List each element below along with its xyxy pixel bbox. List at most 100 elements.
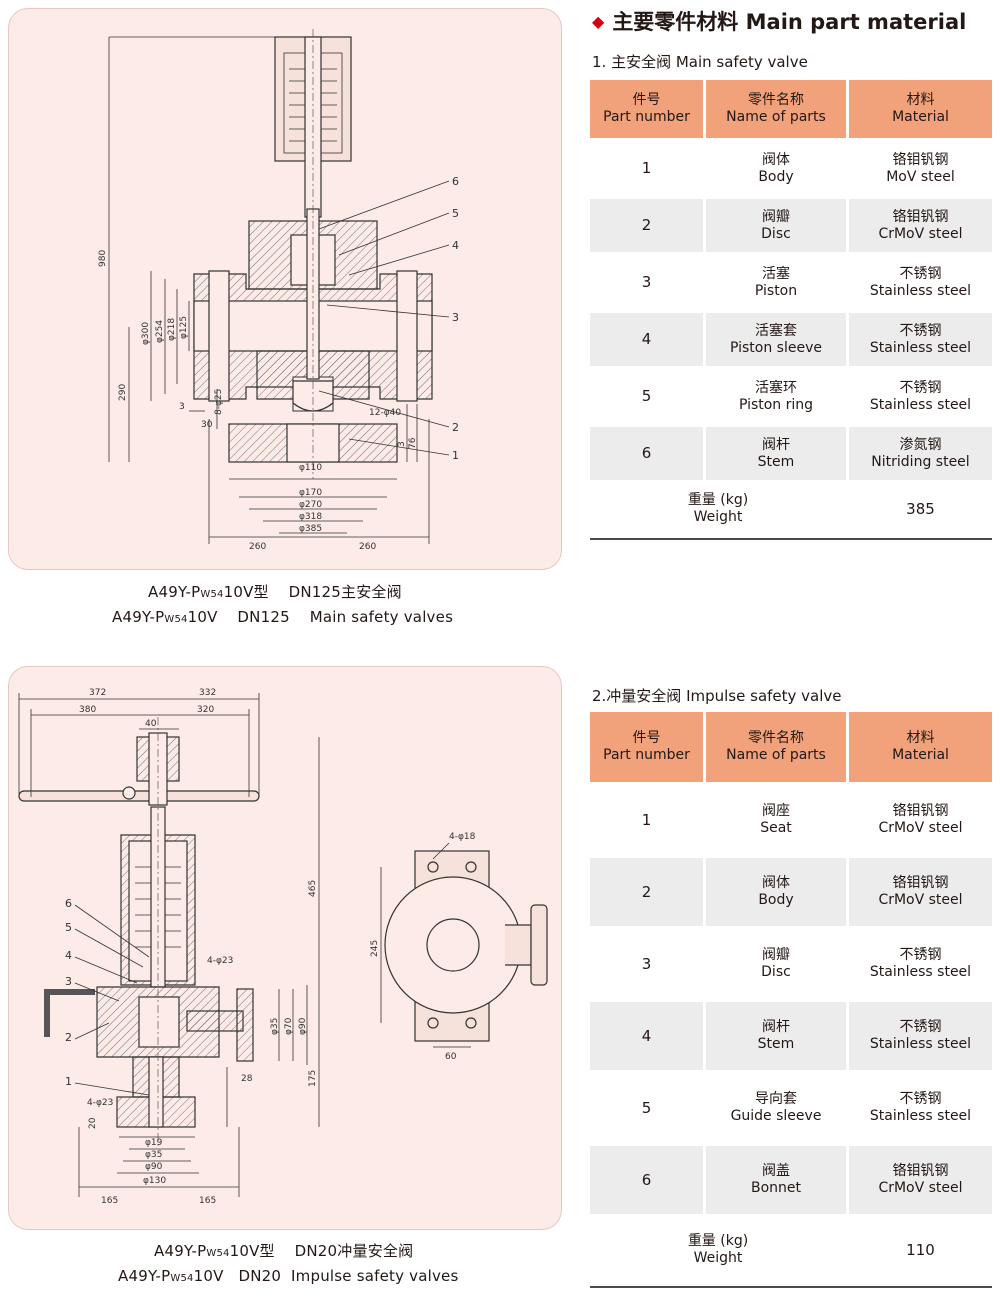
dim-phi270: φ270 bbox=[299, 500, 322, 510]
diamond-bullet-icon: ◆ bbox=[592, 12, 605, 31]
dim-phi170: φ170 bbox=[299, 488, 322, 498]
leader-4: 4 bbox=[65, 949, 72, 962]
dim-165-left: 165 bbox=[101, 1196, 118, 1206]
dim-260-left: 260 bbox=[249, 542, 266, 552]
leader-5: 5 bbox=[452, 207, 459, 220]
impulse-valve-drawing-panel: 372 332 380 320 40 465 4-φ23 φ35 φ70 φ90… bbox=[8, 666, 562, 1230]
dim-372: 372 bbox=[89, 688, 106, 698]
weight-label: 重量 (kg)Weight bbox=[590, 484, 849, 534]
dim-20: 20 bbox=[88, 1117, 98, 1129]
part-number: 5 bbox=[590, 370, 706, 423]
dim-phi385: φ385 bbox=[299, 524, 322, 534]
dim-40: 40 bbox=[145, 719, 157, 729]
part-number: 1 bbox=[590, 786, 706, 854]
dim-phi300: φ300 bbox=[141, 322, 151, 345]
dim-phi254: φ254 bbox=[155, 320, 165, 343]
dim-phi318: φ318 bbox=[299, 512, 322, 522]
dim-260-right: 260 bbox=[359, 542, 376, 552]
dim-8x25: 8-φ25 bbox=[214, 389, 224, 415]
leader-6: 6 bbox=[65, 897, 72, 910]
impulse-valve-table-title: 2.冲量安全阀 Impulse safety valve bbox=[592, 687, 842, 705]
leader-4: 4 bbox=[452, 239, 459, 252]
main-valve-drawing-panel: 980 290 3 30 8-φ25 φ300 φ254 φ218 φ125 1… bbox=[8, 8, 562, 570]
leader-3: 3 bbox=[452, 311, 459, 324]
dim-phi125: φ125 bbox=[179, 316, 189, 339]
part-number: 2 bbox=[590, 858, 706, 926]
part-number: 5 bbox=[590, 1074, 706, 1142]
dim-175: 175 bbox=[308, 1070, 318, 1087]
page-heading: ◆主要零件材料 Main part material bbox=[592, 10, 967, 34]
dim-phi35-bottom: φ35 bbox=[145, 1150, 162, 1160]
weight-row: 重量 (kg)Weight 385 bbox=[590, 484, 992, 534]
dim-phi35-right: φ35 bbox=[270, 1018, 280, 1035]
main-valve-table-title: 1. 主安全阀 Main safety valve bbox=[592, 53, 808, 71]
weight-value: 110 bbox=[906, 1240, 935, 1259]
dim-phi130: φ130 bbox=[143, 1176, 166, 1186]
weight-value: 385 bbox=[906, 499, 935, 518]
part-number: 6 bbox=[590, 1146, 706, 1214]
dim-290: 290 bbox=[118, 384, 128, 401]
weight-label: 重量 (kg)Weight bbox=[590, 1218, 849, 1282]
dim-4x18: 4-φ18 bbox=[449, 832, 476, 842]
dim-30: 30 bbox=[201, 420, 213, 430]
main-valve-caption-en: A49Y-PW5410V DN125 Main safety valves bbox=[112, 608, 454, 626]
part-number: 3 bbox=[590, 256, 706, 309]
dim-320: 320 bbox=[197, 705, 214, 715]
dim-4x23-bottom: 4-φ23 bbox=[87, 1098, 113, 1108]
part-number: 2 bbox=[590, 199, 706, 252]
leader-1: 1 bbox=[65, 1075, 72, 1088]
dim-phi70: φ70 bbox=[284, 1017, 294, 1035]
leader-3: 3 bbox=[65, 975, 72, 988]
dim-12x40: 12-φ40 bbox=[369, 408, 401, 418]
part-number: 6 bbox=[590, 427, 706, 480]
part-number: 3 bbox=[590, 930, 706, 998]
dim-980: 980 bbox=[98, 250, 108, 267]
leader-1: 1 bbox=[452, 449, 459, 462]
leader-6: 6 bbox=[452, 175, 459, 188]
part-number: 4 bbox=[590, 313, 706, 366]
dim-465: 465 bbox=[308, 880, 318, 897]
impulse-valve-drawing: 372 332 380 320 40 465 4-φ23 φ35 φ70 φ90… bbox=[18, 688, 548, 1206]
dim-phi90-right: φ90 bbox=[298, 1017, 308, 1035]
impulse-valve-caption-en: A49Y-PW5410V DN20 Impulse safety valves bbox=[118, 1267, 459, 1285]
impulse-valve-caption-cn: A49Y-PW5410V型 DN20冲量安全阀 bbox=[154, 1242, 414, 1260]
dim-245: 245 bbox=[370, 940, 380, 957]
main-valve-drawing: 980 290 3 30 8-φ25 φ300 φ254 φ218 φ125 1… bbox=[98, 29, 459, 552]
